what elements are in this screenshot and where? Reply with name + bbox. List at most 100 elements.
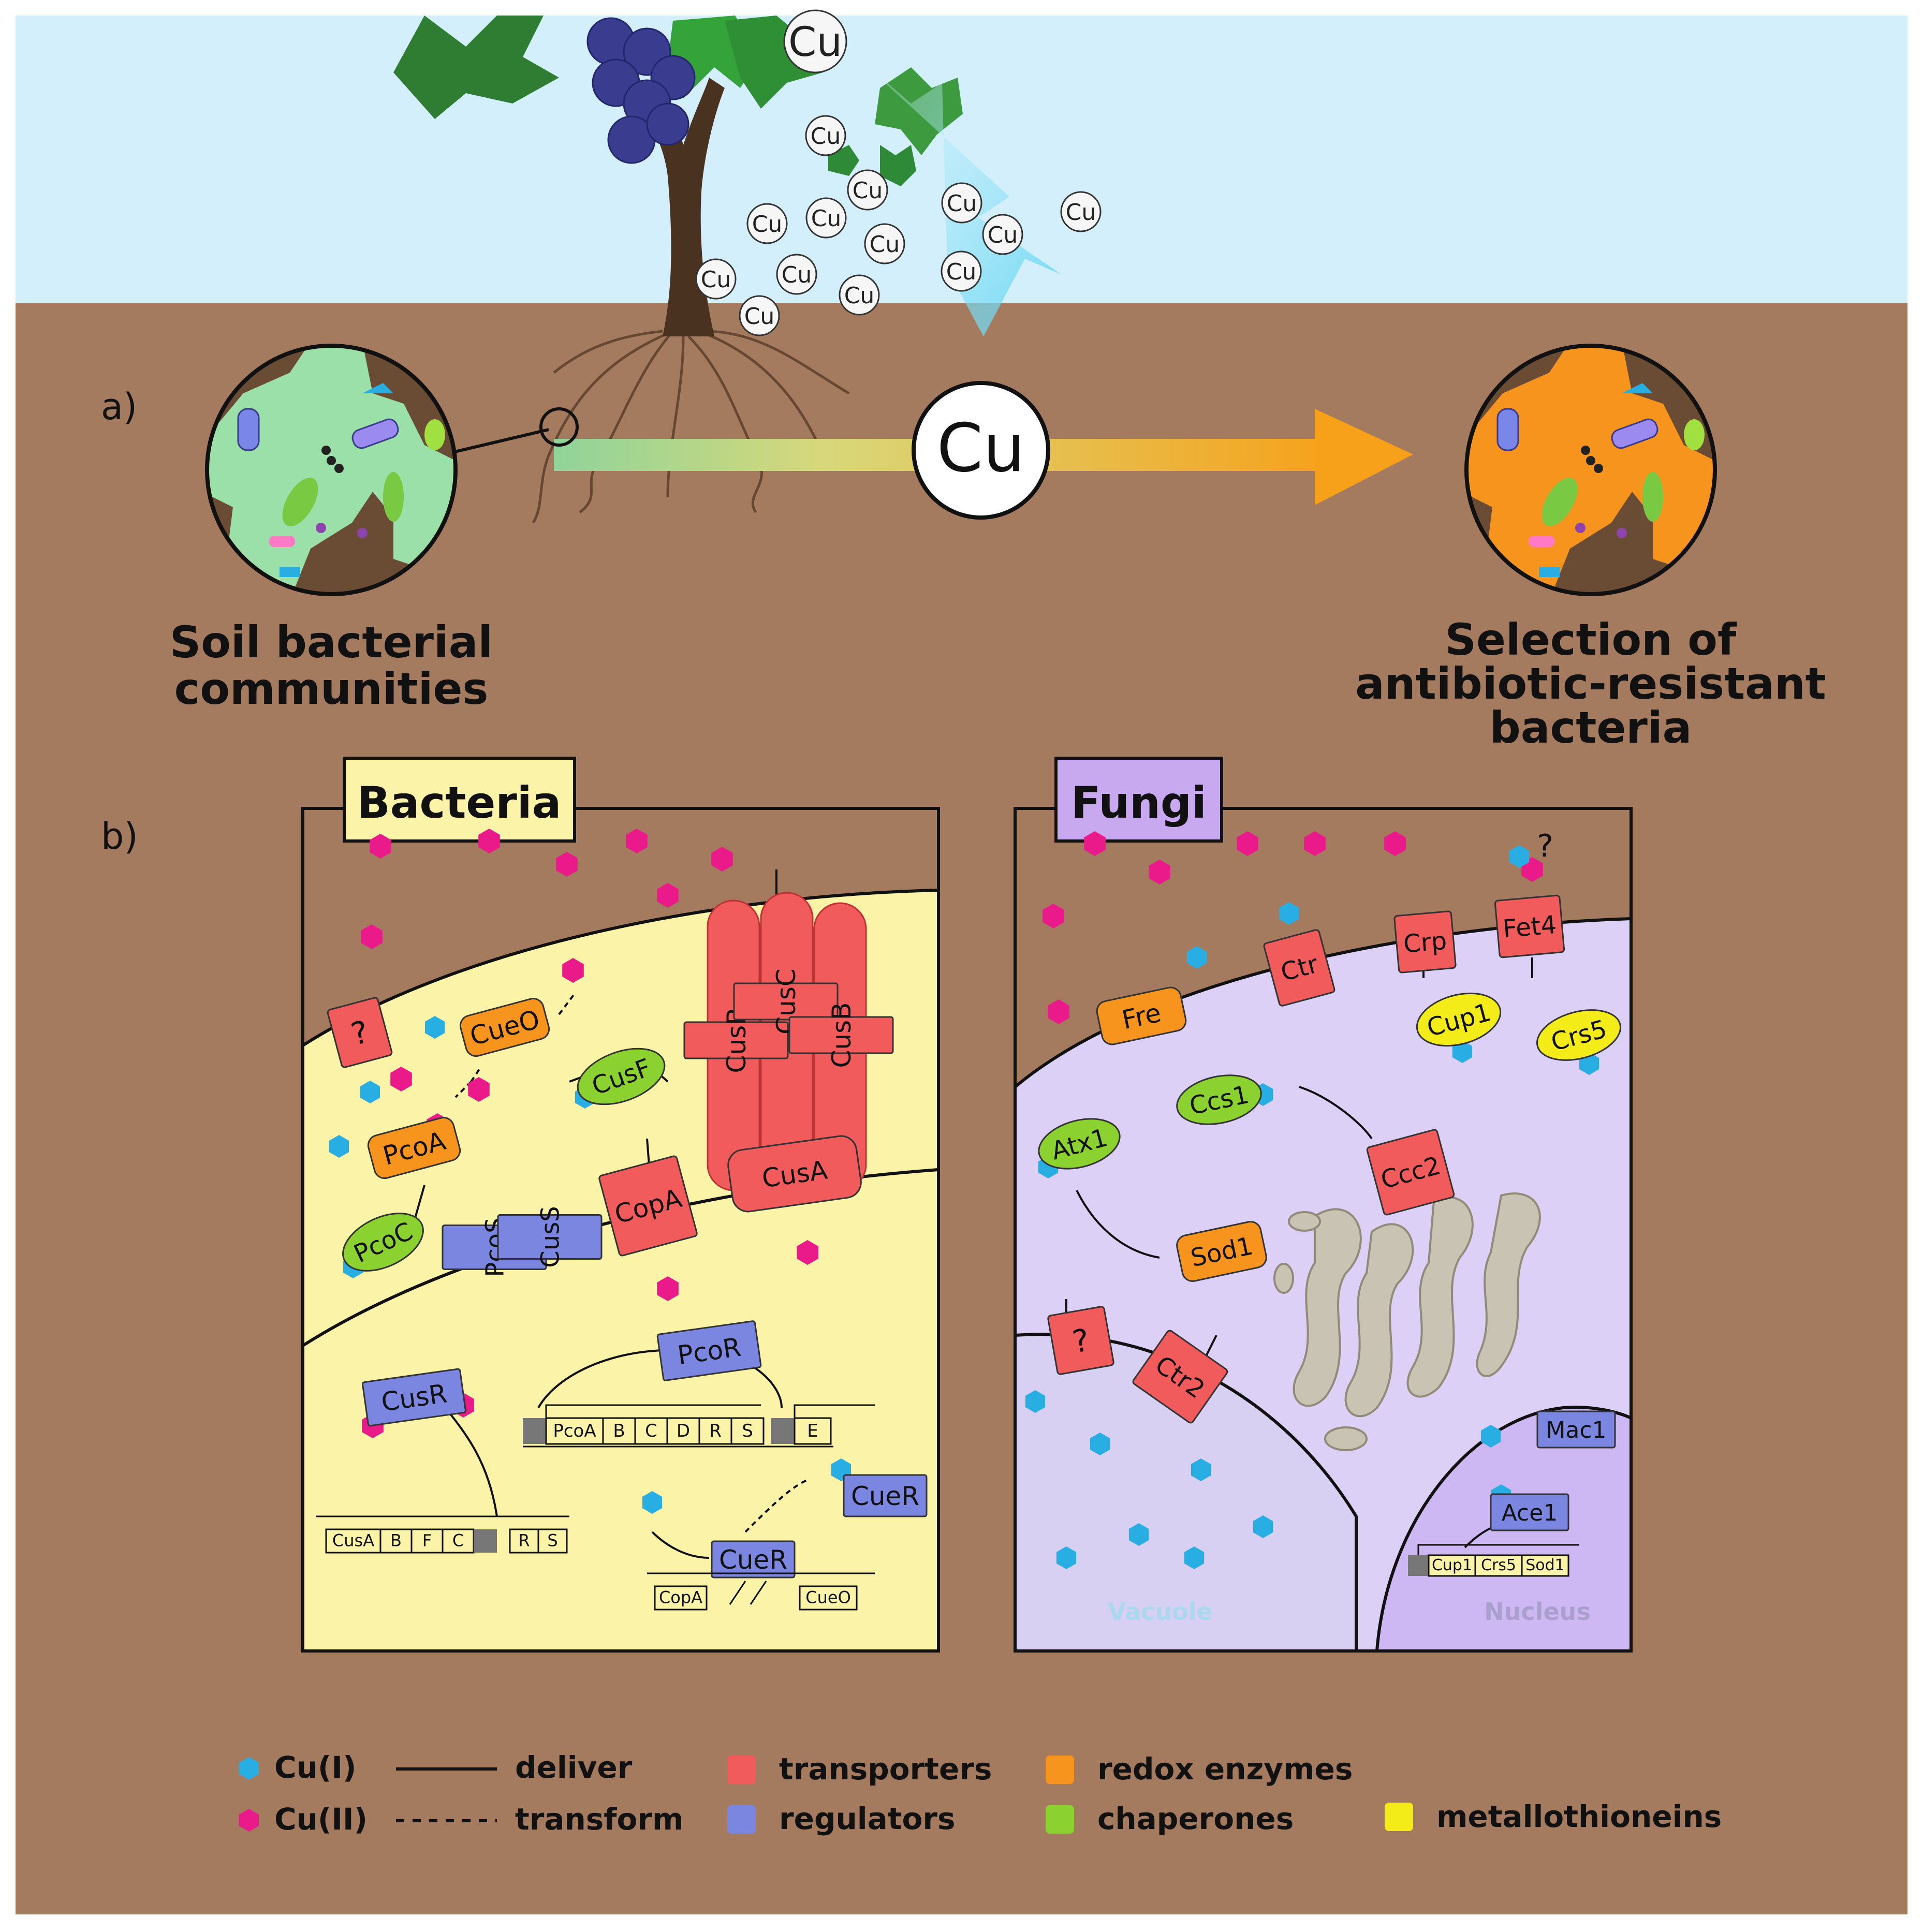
copper-spray-arrow bbox=[828, 31, 1061, 336]
cu2-ion bbox=[1304, 831, 1326, 856]
pcor-box: PcoR bbox=[656, 1320, 762, 1381]
cu1-ion bbox=[1509, 845, 1530, 868]
gene-label: S bbox=[547, 1530, 557, 1550]
cu1-ion bbox=[1452, 1040, 1473, 1063]
cu-ion-circle bbox=[847, 169, 888, 211]
cu-ion-label: Cu bbox=[811, 123, 841, 150]
cue-break bbox=[729, 1581, 767, 1605]
grape-cluster bbox=[586, 17, 696, 164]
cu2-ion bbox=[711, 847, 733, 872]
legend-cu1-swatch bbox=[239, 1757, 259, 1780]
copa-box: CopA bbox=[598, 1155, 698, 1257]
cueo-gene: CueO bbox=[799, 1585, 858, 1611]
legend-regulators-swatch bbox=[727, 1805, 756, 1834]
cuer-box-bound-label: CueR bbox=[719, 1545, 787, 1575]
cusa-box: CusA bbox=[727, 1135, 862, 1213]
cu-ion-circle bbox=[746, 203, 788, 244]
cu2-ion bbox=[361, 924, 383, 949]
legend-redox-label: redox enzymes bbox=[1097, 1751, 1353, 1787]
mac1-box: Mac1 bbox=[1536, 1410, 1616, 1449]
cu2-ion bbox=[478, 829, 500, 853]
cu2-ion bbox=[657, 883, 679, 908]
cuss-box: CusS bbox=[497, 1206, 603, 1268]
crp-box-label: Crp bbox=[1402, 926, 1448, 959]
cu-ion-circle bbox=[864, 223, 905, 264]
pco-promoter2 bbox=[771, 1418, 795, 1444]
cu-ion-circle bbox=[839, 274, 880, 316]
legend-metallothioneins-label: metallothioneins bbox=[1436, 1799, 1722, 1834]
cu-ion-label: Cu bbox=[1066, 199, 1096, 226]
cu-ion-label: Cu bbox=[870, 231, 900, 258]
cu1-ion bbox=[1191, 1458, 1211, 1481]
cu2-ion bbox=[390, 1067, 412, 1092]
cu1-ion bbox=[1128, 1523, 1149, 1546]
cuer-box-free: CueR bbox=[843, 1474, 928, 1517]
cu1-ion bbox=[360, 1081, 380, 1103]
cu-ion-circle bbox=[776, 254, 817, 295]
cu1-ion bbox=[1090, 1433, 1110, 1455]
cu2-ion bbox=[657, 1276, 679, 1301]
pcoa-box: PcoA bbox=[367, 1116, 461, 1179]
gene-label: F bbox=[422, 1530, 432, 1550]
fet4-box: Fet4 bbox=[1494, 894, 1565, 958]
pco-tx-arrow bbox=[545, 1404, 761, 1418]
pcoc-ellipse: PcoC bbox=[342, 1213, 424, 1272]
legend-transform-label: transform bbox=[515, 1802, 683, 1837]
cu-ion-label: Cu bbox=[853, 178, 883, 204]
pco-e-tx-arrow bbox=[794, 1404, 875, 1418]
cu2-ion bbox=[1149, 860, 1170, 884]
ace1-box-label: Ace1 bbox=[1502, 1500, 1558, 1526]
cus-promoter bbox=[474, 1529, 497, 1553]
gene-label: R bbox=[709, 1421, 722, 1441]
left-caption-line2: communities bbox=[174, 663, 489, 714]
legend-transporters-swatch bbox=[727, 1756, 756, 1784]
right-caption-line3: bacteria bbox=[1490, 702, 1692, 753]
cu-ion-label: Cu bbox=[946, 259, 977, 285]
fungi-title: Fungi bbox=[1071, 777, 1207, 828]
cu-ion-label: Cu bbox=[744, 303, 775, 330]
legend: Cu(I) Cu(II) deliver transform transport… bbox=[239, 1750, 1722, 1837]
fungi-promoter bbox=[1408, 1555, 1429, 1576]
left-caption-line1: Soil bacterial bbox=[170, 617, 493, 668]
cu2-ion bbox=[562, 958, 584, 983]
cu2-ion bbox=[1043, 904, 1064, 928]
soil-community-circle-right bbox=[1464, 344, 1717, 596]
legend-regulators-label: regulators bbox=[779, 1801, 955, 1836]
cu-ion-label: Cu bbox=[752, 211, 783, 238]
legend-deliver-label: deliver bbox=[515, 1750, 633, 1785]
ccc2-box: Ccc2 bbox=[1366, 1129, 1455, 1216]
cusb-right: CusB bbox=[788, 1002, 894, 1068]
mac1-box-label: Mac1 bbox=[1546, 1417, 1606, 1443]
cu1-ion bbox=[1186, 946, 1207, 969]
cu1-ion bbox=[1025, 1390, 1046, 1413]
gene-label: R bbox=[518, 1530, 530, 1550]
gene-label: B bbox=[390, 1530, 402, 1550]
nucleus-label: Nucleus bbox=[1484, 1598, 1591, 1626]
cu-ion-circle bbox=[783, 9, 847, 73]
cu-ion-circle bbox=[739, 295, 780, 336]
bacteria-title: Bacteria bbox=[357, 777, 562, 828]
legend-metallothioneins-swatch bbox=[1385, 1803, 1413, 1831]
cusf-ellipse: CusF bbox=[577, 1048, 666, 1105]
crs5-ellipse: Crs5 bbox=[1536, 1009, 1622, 1061]
cu1-ion bbox=[1184, 1546, 1205, 1569]
ace1-box: Ace1 bbox=[1490, 1493, 1569, 1531]
fre-box: Fre bbox=[1096, 986, 1187, 1045]
vacuole-label: Vacuole bbox=[1108, 1598, 1213, 1626]
bacteria-unknown-transporter: ? bbox=[327, 997, 393, 1068]
ccs1-ellipse: Ccs1 bbox=[1176, 1074, 1262, 1125]
gene-label: E bbox=[807, 1421, 818, 1441]
cu2-ion bbox=[1384, 831, 1406, 856]
legend-transporters-label: transporters bbox=[779, 1751, 992, 1787]
cusr-box: CusR bbox=[362, 1368, 466, 1427]
cu-ion-circle bbox=[941, 182, 982, 224]
cup1-ellipse: Cup1 bbox=[1416, 992, 1502, 1047]
cu1-ion bbox=[1480, 1425, 1501, 1448]
legend-cu2-label: Cu(II) bbox=[274, 1802, 368, 1837]
